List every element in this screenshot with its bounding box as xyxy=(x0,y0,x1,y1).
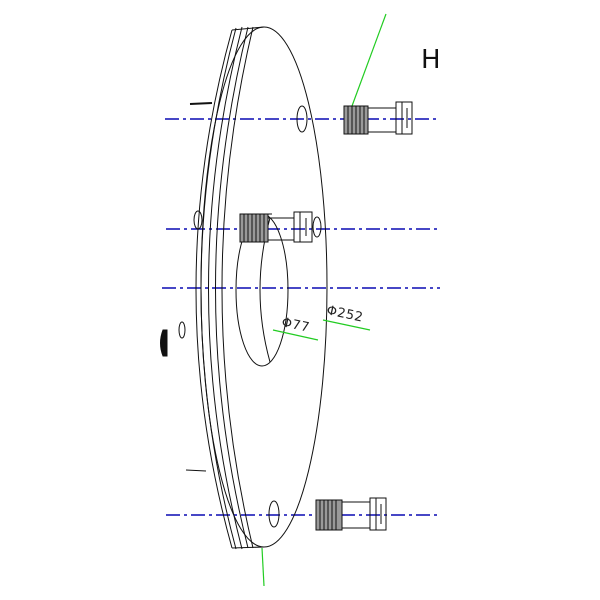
face-hole-top xyxy=(296,105,308,133)
dimension-outer: Φ252 xyxy=(322,303,371,331)
disc-rim-arc-5 xyxy=(221,26,254,549)
rim-slot-upper xyxy=(193,210,203,230)
bore-diameter-label: Φ77 xyxy=(280,315,311,336)
screw-middle-head xyxy=(293,211,313,243)
dimension-bore: Φ77 xyxy=(272,315,319,341)
top-leader-line xyxy=(351,13,387,107)
face-hole-bottom xyxy=(268,500,280,528)
face-holes xyxy=(268,105,322,528)
rim-side-boss xyxy=(160,329,168,357)
disc-front-face xyxy=(200,26,328,548)
rim-groove-tick-top xyxy=(189,102,213,105)
disc-rim-arc-4 xyxy=(215,26,249,549)
disc-rim-arc-1 xyxy=(195,29,233,549)
disc-rim-arc-2 xyxy=(200,27,237,550)
leader-lines xyxy=(261,13,387,587)
disc-rim-bottom-edge xyxy=(231,546,265,549)
screw-top-shank xyxy=(367,107,397,133)
center-lines xyxy=(162,118,440,516)
bore-dimension-line xyxy=(272,329,319,341)
outer-dimension-line xyxy=(322,319,371,331)
bottom-leader-line xyxy=(261,547,265,587)
screw-bottom xyxy=(315,497,387,531)
screw-top xyxy=(343,101,413,135)
face-hole-upper xyxy=(312,216,322,238)
rim-slot-lower xyxy=(178,321,186,339)
rim-groove-tick-bottom xyxy=(185,469,207,472)
disc-rim-top-edge xyxy=(231,26,265,31)
screw-bottom-head xyxy=(369,497,387,531)
disc-rim-arc-3 xyxy=(208,26,243,550)
view-label: H xyxy=(421,45,441,75)
screw-top-head xyxy=(395,101,413,135)
screw-middle xyxy=(239,211,313,243)
disc-body xyxy=(160,26,328,550)
